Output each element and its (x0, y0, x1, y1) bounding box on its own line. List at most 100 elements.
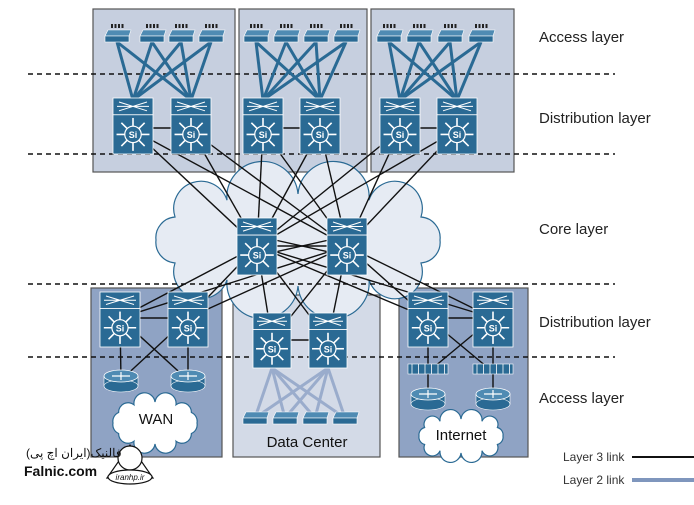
access-switch-1-2 (303, 24, 331, 43)
dc-access-switch-2-front (302, 417, 328, 425)
core-switch-1-arrows (331, 221, 363, 232)
dc-distribution-switch-0-arrows (257, 316, 287, 326)
access-switch-0-0-front (104, 35, 130, 43)
access-switch-1-0-port (257, 24, 259, 28)
access-switch-1-0-port (253, 24, 256, 28)
access-switch-2-2-port (444, 24, 446, 28)
access-switch-0-3-port (208, 24, 211, 28)
access-switch-0-3 (198, 24, 226, 43)
distribution-switch-0-0-si-circle (124, 125, 142, 144)
distribution-switch-1-0: Si (242, 97, 284, 155)
distribution-switch-2-0: Si (379, 97, 421, 155)
distribution-switch-0-1-si-circle (182, 125, 200, 144)
access-switch-2-1-port (413, 24, 415, 28)
logo-seal-text: iranhp.ir (116, 473, 145, 482)
access-switch-1-0-top (243, 29, 271, 37)
distribution-switch-2-1: Si (436, 97, 478, 155)
layer2-link (131, 41, 154, 101)
access-switch-1-2-top (303, 29, 331, 37)
access-switch-0-0 (104, 24, 132, 43)
access-switch-1-1-port (283, 24, 286, 28)
access-switch-2-0-port (390, 24, 392, 28)
layer2-link (131, 41, 183, 101)
dc-access-switch-1-top (272, 411, 300, 419)
distribution-switch-0-0-si-text: Si (129, 130, 138, 140)
access-switch-2-0 (376, 24, 404, 43)
internet-switch-1 (472, 363, 514, 375)
layer2-link-dc (254, 366, 329, 420)
access-switch-1-3-port (347, 24, 349, 28)
layer2-link-dc (253, 367, 274, 419)
label-distribution-layer-bottom: Distribution layer (539, 314, 651, 331)
wan-distribution-switch-1-si-circle (179, 319, 197, 337)
layer2-link-dc (313, 367, 330, 419)
internet-router-0-arrows (419, 390, 437, 398)
access-switch-1-3-port (340, 24, 342, 28)
access-switch-1-3 (333, 24, 361, 43)
dc-distribution-switch-1-si-text: Si (324, 344, 333, 354)
distribution-switch-1-0-arrows (247, 101, 279, 112)
internet-label: Internet (435, 427, 487, 444)
core-switch-0: Si (236, 217, 278, 276)
core-switch-1-si-text: Si (343, 251, 352, 261)
access-switch-2-1-port (420, 24, 422, 28)
layer2-link-dc (270, 367, 317, 419)
logo-persian-text: فالنیک(ایران اچ پی) (26, 446, 122, 460)
layer3-link-10 (256, 129, 458, 247)
access-switch-1-3-top (333, 29, 361, 37)
internet-router-1 (475, 387, 511, 411)
wan-router-0-arrows (112, 372, 130, 380)
access-switch-0-2 (168, 24, 196, 43)
access-switch-0-0-port (111, 24, 113, 28)
access-switch-1-3-port (350, 24, 353, 28)
access-switch-0-0-port (118, 24, 120, 28)
internet-router-1-arrows (484, 390, 502, 398)
access-switch-0-1 (139, 24, 167, 43)
distribution-switch-2-1-si-text: Si (453, 130, 462, 140)
access-switch-2-1-port (423, 24, 426, 28)
distribution-switch-1-1: Si (299, 97, 341, 155)
internet-distribution-switch-0-si-circle (419, 319, 437, 337)
layer2-link-dc (270, 367, 287, 419)
dc-distribution-switch-1-arrows (313, 316, 343, 326)
logo-seal-circle (117, 445, 143, 471)
layer2-link (398, 41, 421, 101)
access-switch-0-0-port (121, 24, 124, 28)
access-switch-2-2-port (447, 24, 450, 28)
dc-access-switch-0-top (242, 411, 270, 419)
dc-distribution-switch-0-si-circle (263, 340, 281, 358)
layer3-link-12 (119, 245, 258, 319)
layer3-link-15 (187, 245, 348, 319)
access-switch-2-0-top (376, 29, 404, 37)
layer2-link (262, 40, 347, 102)
access-switch-1-0-port (250, 24, 252, 28)
layer2-link (115, 41, 135, 101)
access-switch-0-1-port (149, 24, 152, 28)
layer2-link (179, 41, 193, 101)
logo-seal: iranhp.ir (105, 443, 155, 485)
access-switch-0-3-port (205, 24, 207, 28)
distribution-switch-0-1-si-text: Si (187, 130, 196, 140)
wan-router-1-arrows (179, 372, 197, 380)
distribution-switch-1-1-si-circle (311, 125, 329, 144)
access-switch-0-1-port (153, 24, 155, 28)
internet-distribution-switch-0: Si (407, 291, 449, 348)
core-switch-0-si-text: Si (253, 251, 262, 261)
distribution-switch-1-1-si-text: Si (316, 130, 325, 140)
access-switch-0-1-front (139, 35, 165, 43)
access-switch-2-1-top (406, 29, 434, 37)
wan-distribution-switch-0-si-text: Si (116, 323, 125, 333)
wan-cloud-shape (112, 392, 198, 454)
wan-distribution-switch-0: Si (99, 291, 141, 348)
wan-cloud (112, 392, 198, 454)
dc-access-switch-1 (272, 411, 300, 425)
access-switch-2-0-front (376, 35, 402, 43)
dc-distribution-switch-0-si-text: Si (268, 344, 277, 354)
dc-access-switch-1-front (272, 417, 298, 425)
dc-access-switch-2 (302, 411, 330, 425)
layer2-link (318, 41, 348, 101)
internet-router-0 (410, 387, 446, 411)
access-switch-1-1-port (280, 24, 282, 28)
dc-distribution-switch-0: Si (252, 312, 292, 369)
